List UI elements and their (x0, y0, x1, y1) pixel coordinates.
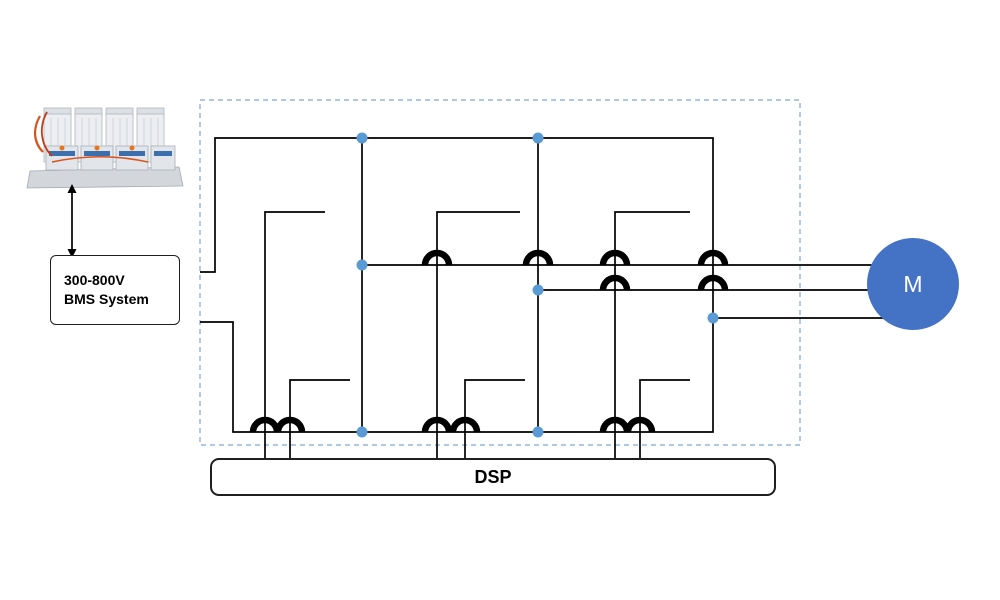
bms-system-box: 300-800V BMS System (50, 255, 180, 325)
dc-bus-loop (200, 137, 714, 433)
motor-node: M (867, 238, 959, 330)
crossover-arc (522, 249, 554, 266)
bms-voltage-label: 300-800V (64, 272, 125, 289)
crossover-arc (624, 416, 656, 433)
junction-node (356, 259, 368, 271)
gate-line-a-upper (264, 211, 325, 460)
gate-line-b-upper (436, 211, 520, 460)
gate-line-b-lower (464, 379, 525, 460)
bidirectional-arrow (67, 184, 77, 258)
junction-node (356, 426, 368, 438)
gate-line-a-lower (289, 379, 350, 460)
crossover-arcs (249, 249, 729, 433)
battery-pack-image (26, 107, 184, 189)
crossover-arc (599, 249, 631, 266)
gate-line-c-lower (639, 379, 690, 460)
crossover-arc (449, 416, 481, 433)
junction-node (532, 132, 544, 144)
crossover-arc (274, 416, 306, 433)
junction-node (356, 132, 368, 144)
motor-label: M (903, 270, 923, 297)
dsp-label: DSP (474, 466, 512, 487)
crossover-arc (697, 249, 729, 266)
dsp-controller-box: DSP (210, 458, 776, 496)
crossover-arc (697, 274, 729, 291)
bms-system-label: BMS System (64, 291, 149, 307)
crossover-arc (421, 249, 453, 266)
junction-node (707, 312, 719, 324)
junction-node (532, 284, 544, 296)
junction-nodes (356, 132, 719, 438)
converter-dashed-boundary (199, 99, 801, 446)
junction-node (532, 426, 544, 438)
crossover-arc (599, 274, 631, 291)
circuit-wires (200, 137, 885, 460)
gate-line-c-upper (614, 211, 690, 460)
crossover-arc (421, 416, 453, 433)
